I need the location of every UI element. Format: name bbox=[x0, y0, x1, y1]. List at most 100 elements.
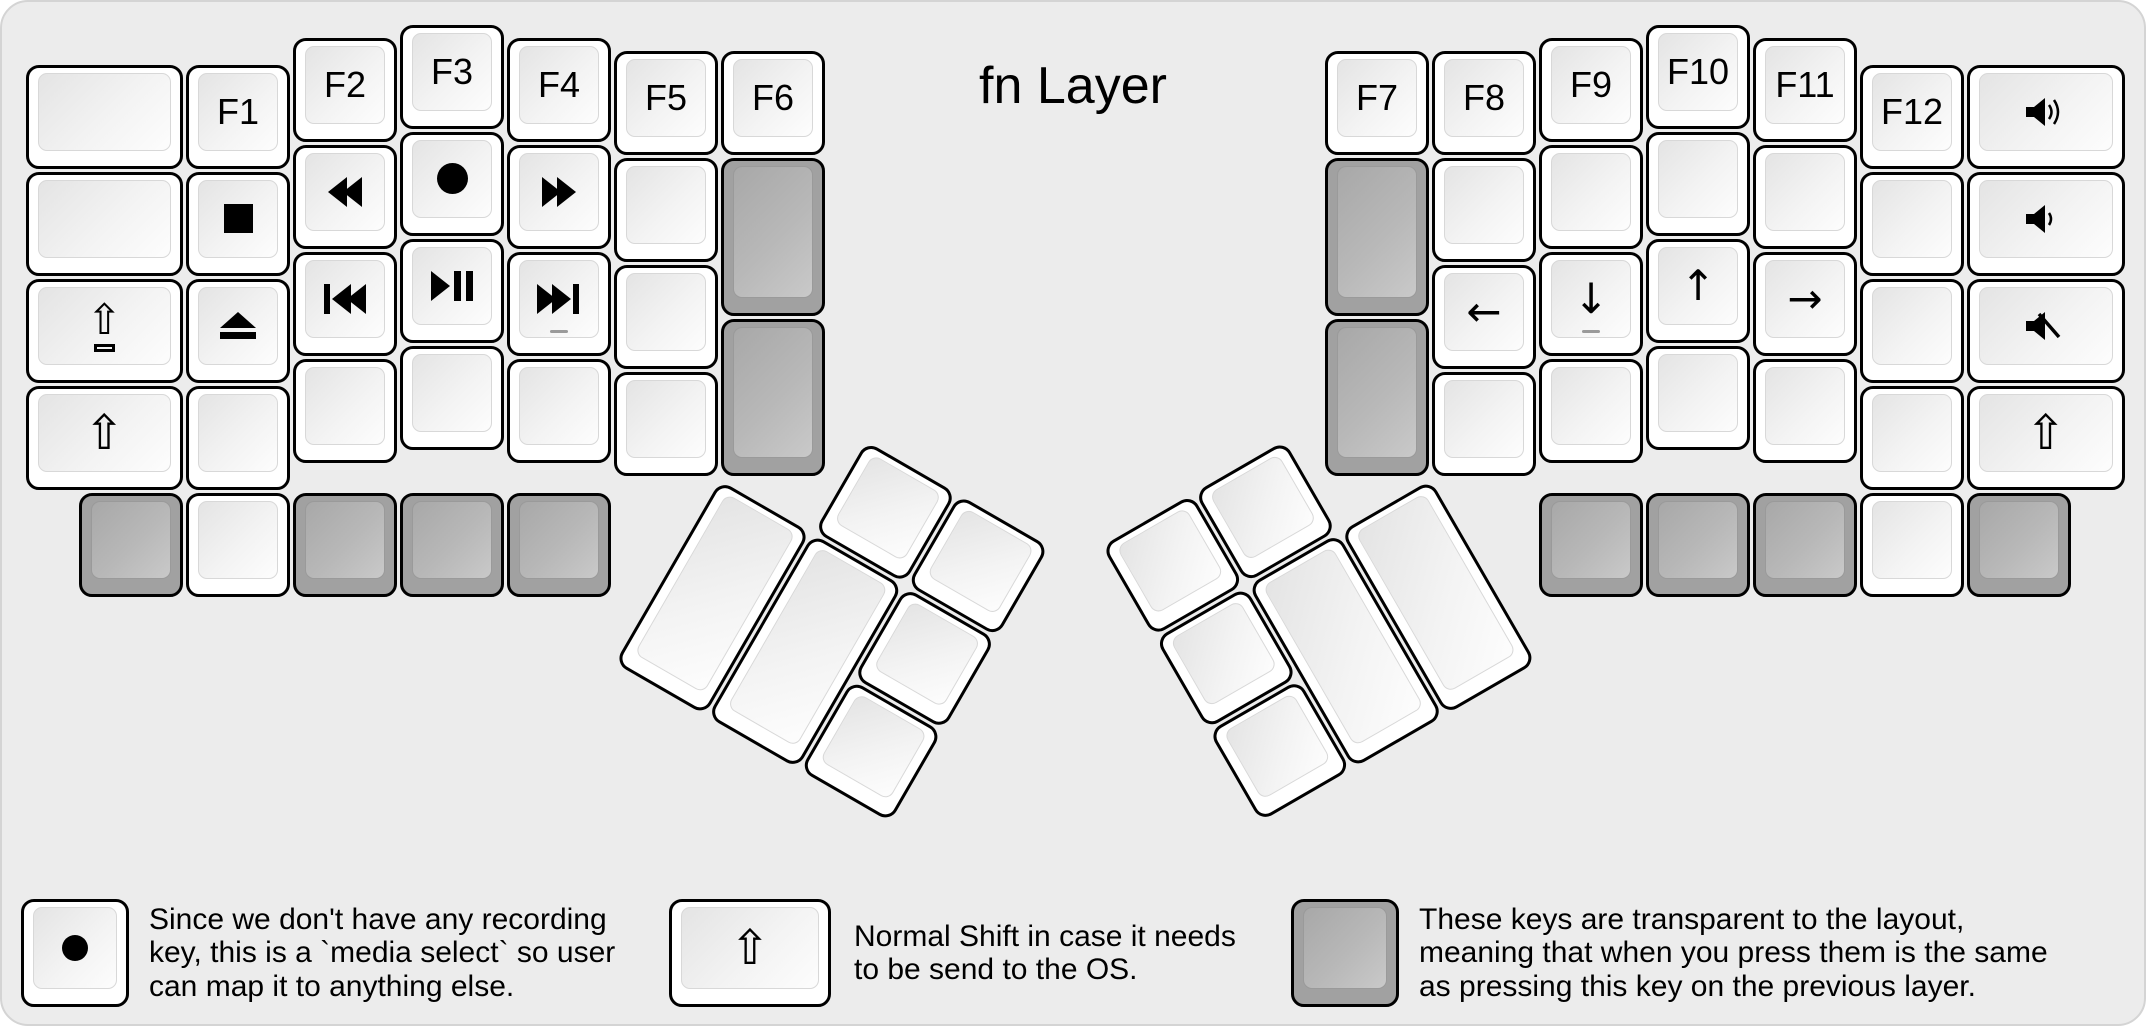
key-volume-up[interactable] bbox=[1967, 64, 2125, 169]
key-shift-left[interactable]: ⇧ bbox=[25, 385, 183, 490]
next-track-icon bbox=[537, 283, 581, 314]
key-f8[interactable]: F8 bbox=[1432, 51, 1536, 156]
key-blank[interactable] bbox=[1753, 358, 1857, 463]
legend-shift-key: ⇧ bbox=[669, 899, 831, 1007]
shift-icon: ⇧ bbox=[84, 404, 125, 461]
key-label: F1 bbox=[216, 90, 259, 132]
page-title: fn Layer bbox=[979, 57, 1167, 115]
volume-down-icon bbox=[2025, 202, 2067, 236]
key-label: F5 bbox=[644, 77, 687, 119]
shift-icon: ⇧ bbox=[729, 920, 771, 976]
key-blank[interactable] bbox=[186, 385, 290, 490]
legend-key-sample bbox=[21, 899, 129, 1007]
key-transparent[interactable] bbox=[1539, 492, 1643, 597]
key-volume-down[interactable] bbox=[1967, 171, 2125, 276]
legend-record-key bbox=[21, 899, 129, 1007]
key-transparent[interactable] bbox=[1646, 492, 1750, 597]
key-transparent[interactable] bbox=[721, 318, 825, 477]
key-arrow-left[interactable]: ← bbox=[1432, 265, 1536, 370]
key-blank[interactable] bbox=[1646, 131, 1750, 236]
key-shift-right[interactable]: ⇧ bbox=[1967, 385, 2125, 490]
key-next-track[interactable] bbox=[507, 251, 611, 356]
key-blank[interactable] bbox=[1646, 345, 1750, 450]
key-label: F6 bbox=[751, 77, 794, 119]
key-f10[interactable]: F10 bbox=[1646, 24, 1750, 129]
key-label: F10 bbox=[1666, 50, 1730, 92]
key-f11[interactable]: F11 bbox=[1753, 37, 1857, 142]
key-f6[interactable]: F6 bbox=[721, 51, 825, 156]
key-label: F2 bbox=[323, 63, 366, 105]
key-fast-forward[interactable] bbox=[507, 144, 611, 249]
volume-up-icon bbox=[2025, 95, 2067, 129]
homing-dash bbox=[550, 329, 568, 333]
key-label: F3 bbox=[430, 50, 473, 92]
key-blank[interactable] bbox=[186, 492, 290, 597]
key-f2[interactable]: F2 bbox=[293, 37, 397, 142]
key-blank[interactable] bbox=[1432, 158, 1536, 263]
key-blank[interactable] bbox=[25, 171, 183, 276]
key-blank[interactable] bbox=[293, 358, 397, 463]
key-arrow-right[interactable]: → bbox=[1753, 251, 1857, 356]
key-blank[interactable] bbox=[1860, 278, 1964, 383]
legend-transparent-key bbox=[1291, 899, 1399, 1007]
key-blank[interactable] bbox=[1860, 385, 1964, 490]
rewind-icon bbox=[328, 176, 362, 207]
stop-icon bbox=[223, 204, 253, 234]
key-media-select[interactable] bbox=[400, 131, 504, 236]
key-blank[interactable] bbox=[614, 158, 718, 263]
key-blank[interactable] bbox=[614, 372, 718, 477]
key-transparent[interactable] bbox=[1325, 158, 1429, 316]
key-label: F12 bbox=[1880, 90, 1944, 132]
key-label: F4 bbox=[537, 63, 580, 105]
key-blank[interactable] bbox=[614, 265, 718, 370]
key-blank[interactable] bbox=[1539, 358, 1643, 463]
key-transparent[interactable] bbox=[507, 492, 611, 597]
key-blank[interactable] bbox=[507, 358, 611, 463]
key-blank[interactable] bbox=[400, 345, 504, 450]
key-play-pause[interactable] bbox=[400, 238, 504, 343]
key-f1[interactable]: F1 bbox=[186, 64, 290, 169]
key-label: F11 bbox=[1775, 63, 1835, 105]
key-f7[interactable]: F7 bbox=[1325, 51, 1429, 156]
mute-icon bbox=[2025, 309, 2067, 343]
homing-dash bbox=[1582, 329, 1600, 333]
key-blank[interactable] bbox=[1860, 492, 1964, 597]
key-transparent[interactable] bbox=[1753, 492, 1857, 597]
key-blank[interactable] bbox=[1539, 144, 1643, 249]
key-rewind[interactable] bbox=[293, 144, 397, 249]
key-label: F7 bbox=[1355, 77, 1398, 119]
key-transparent[interactable] bbox=[721, 158, 825, 316]
legend-key-sample bbox=[1291, 899, 1399, 1007]
key-mute[interactable] bbox=[1967, 278, 2125, 383]
key-blank[interactable] bbox=[25, 64, 183, 169]
record-icon bbox=[436, 163, 468, 194]
key-arrow-up[interactable]: ↑ bbox=[1646, 238, 1750, 343]
arrow-down-icon: ↓ bbox=[1573, 273, 1609, 323]
key-caps-shift[interactable]: ⇧ bbox=[25, 278, 183, 383]
key-f3[interactable]: F3 bbox=[400, 24, 504, 129]
key-stop[interactable] bbox=[186, 171, 290, 276]
key-f4[interactable]: F4 bbox=[507, 37, 611, 142]
key-transparent[interactable] bbox=[1325, 318, 1429, 477]
key-prev-track[interactable] bbox=[293, 251, 397, 356]
key-transparent[interactable] bbox=[79, 492, 183, 597]
key-blank[interactable] bbox=[1753, 144, 1857, 249]
key-transparent[interactable] bbox=[293, 492, 397, 597]
key-blank[interactable] bbox=[1432, 372, 1536, 477]
caps-shift-icon: ⇧ bbox=[87, 299, 122, 353]
legend-transparent-text: These keys are transparent to the layout… bbox=[1419, 902, 2048, 1003]
play-pause-icon bbox=[431, 270, 473, 301]
key-f9[interactable]: F9 bbox=[1539, 37, 1643, 142]
key-blank[interactable] bbox=[1860, 171, 1964, 276]
key-f5[interactable]: F5 bbox=[614, 51, 718, 156]
eject-icon bbox=[220, 312, 256, 340]
key-f12[interactable]: F12 bbox=[1860, 64, 1964, 169]
key-arrow-down[interactable]: ↓ bbox=[1539, 251, 1643, 356]
key-transparent[interactable] bbox=[400, 492, 504, 597]
record-icon bbox=[62, 935, 88, 961]
arrow-up-icon: ↑ bbox=[1680, 260, 1716, 310]
fast-forward-icon bbox=[542, 176, 576, 207]
key-eject[interactable] bbox=[186, 278, 290, 383]
key-transparent[interactable] bbox=[1967, 492, 2071, 597]
